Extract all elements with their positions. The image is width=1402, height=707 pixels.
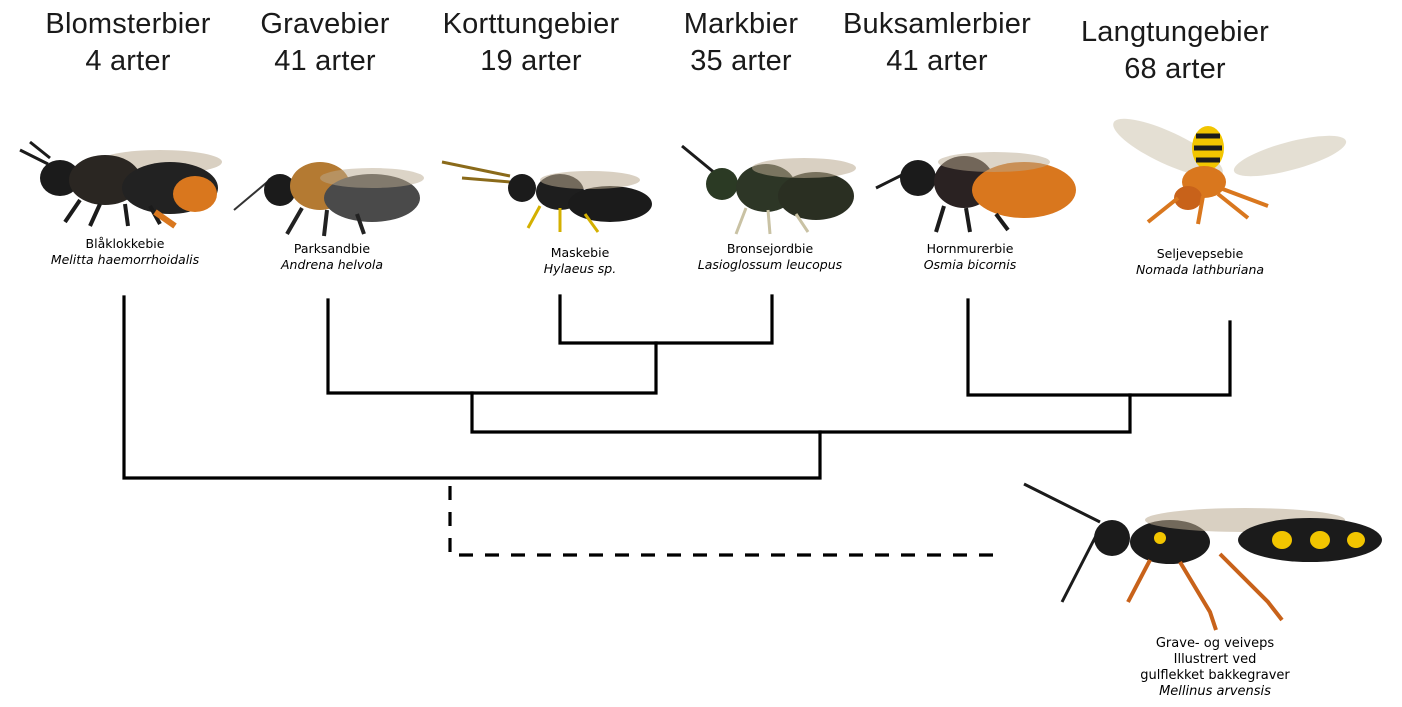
branch-andrena-clade <box>328 300 656 393</box>
outgroup-latin-name: Mellinus arvensis <box>1120 684 1310 700</box>
outgroup-line3: gulflekket bakkegraver <box>1120 668 1310 684</box>
branch-osmia-nomada <box>968 300 1230 395</box>
outgroup-line1: Grave- og veiveps <box>1120 636 1310 652</box>
branch-inner-join <box>472 393 1130 432</box>
branch-hylaeus-lasioglossum <box>560 296 772 343</box>
branch-root <box>124 297 820 478</box>
outgroup-line2: Illustrert ved <box>1120 652 1310 668</box>
outgroup-dashed-branch <box>450 486 1004 555</box>
outgroup-caption: Grave- og veiveps Illustrert ved gulflek… <box>1120 636 1310 700</box>
